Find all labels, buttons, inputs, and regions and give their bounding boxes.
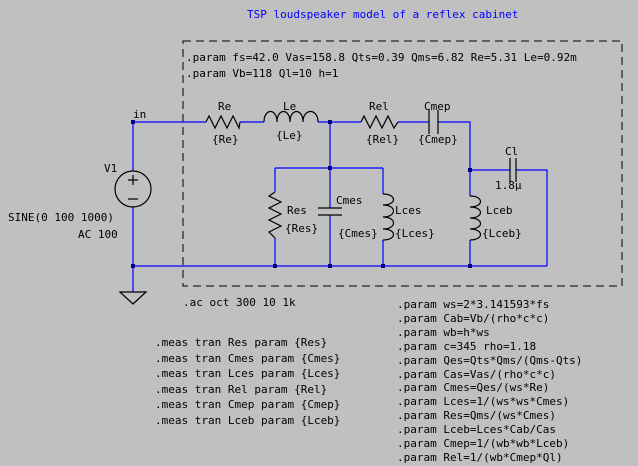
v1-name: V1 — [104, 162, 118, 175]
param-bottom-1: .param ws=2*3.141593*fs — [397, 298, 550, 311]
resistor-re-symbol — [205, 114, 241, 130]
wires — [132, 121, 548, 292]
net-label-in: in — [133, 108, 147, 121]
ac-directive: .ac oct 300 10 1k — [183, 296, 296, 309]
param-bottom-8: .param Lces=1/(ws*ws*Cmes) — [397, 395, 570, 409]
wire-cl-return — [516, 169, 548, 266]
le-name: Le — [283, 100, 297, 113]
res-name: Res — [287, 204, 307, 217]
wire-source-top — [132, 121, 206, 171]
inductor-lces-symbol — [382, 193, 395, 241]
junction-node — [273, 264, 277, 268]
param-bottom-9: .param Res=Qms/(ws*Cmes) — [397, 409, 556, 423]
lceb-value: {Lceb} — [482, 227, 522, 240]
cmes-value: {Cmes} — [338, 227, 378, 240]
junction-node — [468, 168, 472, 172]
meas-line-5: .meas tran Cmep param {Cmep} — [155, 398, 341, 411]
param-bottom-11: .param Cmep=1/(wb*wb*Lceb) — [397, 437, 570, 450]
cabinet-boundary-box — [182, 40, 623, 287]
v1-value-1: SINE(0 100 1000) — [8, 211, 114, 224]
cmep-name: Cmep — [424, 100, 451, 113]
junction-node — [131, 120, 135, 124]
param-bottom-5: .param Qes=Qts*Qms/(Qms-Qts) — [397, 353, 583, 367]
meas-line-3: .meas tran Lces param {Lces} — [155, 367, 341, 380]
le-value: {Le} — [276, 129, 303, 142]
inductor-le-symbol — [263, 110, 319, 123]
lces-value: {Lces} — [395, 227, 435, 240]
resistor-rel-symbol — [360, 114, 399, 130]
junction-node — [328, 264, 332, 268]
resistor-res-symbol — [267, 191, 283, 239]
inductor-lceb-symbol — [469, 195, 482, 241]
meas-line-1: .meas tran Res param {Res} — [155, 336, 328, 349]
junction-node — [328, 166, 332, 170]
junction-node — [131, 264, 135, 268]
param-bottom-2: .param Cab=Vb/(rho*c*c) — [397, 311, 550, 325]
wire-cmep-node — [438, 121, 471, 170]
rel-value: {Rel} — [366, 133, 400, 146]
cl-value: 1.8µ — [495, 179, 522, 192]
re-name: Re — [218, 100, 232, 113]
param-bottom-7: .param Cmes=Qes/(ws*Re) — [397, 381, 550, 395]
v1-value-2: AC 100 — [78, 228, 118, 241]
capacitor-cl-symbol — [509, 158, 517, 182]
junction-nodes — [131, 120, 472, 268]
res-value: {Res} — [285, 222, 319, 235]
meas-line-4: .meas tran Rel param {Rel} — [155, 382, 328, 396]
junction-node — [381, 264, 385, 268]
param-bottom-12: .param Rel=1/(wb*Cmep*Ql) — [397, 450, 563, 464]
param-bottom-10: .param Lceb=Lces*Cab/Cas — [397, 423, 556, 437]
re-value: {Re} — [212, 133, 239, 146]
rel-name: Rel — [369, 100, 389, 113]
cmep-value: {Cmep} — [418, 133, 458, 146]
param-bottom-3: .param wb=h*ws — [397, 325, 490, 339]
lces-name: Lces — [395, 204, 422, 217]
junction-node — [328, 120, 332, 124]
cmes-name: Cmes — [336, 194, 363, 207]
voltage-source-v1-symbol — [114, 170, 152, 208]
diagram-title: TSP loudspeaker model of a reflex cabine… — [247, 8, 519, 21]
cl-name: Cl — [505, 145, 519, 158]
junction-node — [468, 264, 472, 268]
meas-line-6: .meas tran Lceb param {Lceb} — [155, 413, 341, 427]
param-line-1: .param fs=42.0 Vas=158.8 Qts=0.39 Qms=6.… — [186, 51, 577, 64]
param-bottom-4: .param c=345 rho=1.18 — [397, 339, 537, 353]
capacitor-cmep-symbol — [428, 110, 439, 134]
param-bottom-6: .param Cas=Vas/(rho*c*c) — [397, 367, 556, 381]
meas-line-2: .meas tran Cmes param {Cmes} — [155, 351, 341, 365]
lceb-name: Lceb — [486, 204, 513, 217]
param-line-2: .param Vb=118 Ql=10 h=1 — [186, 67, 339, 80]
ground-icon — [118, 291, 148, 305]
capacitor-cmes-symbol — [318, 207, 342, 216]
